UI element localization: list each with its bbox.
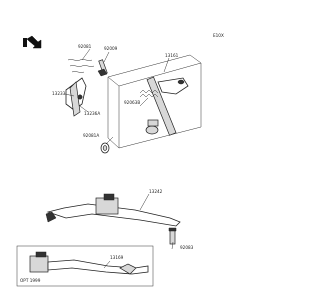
folding-pedal-frame [16, 245, 154, 287]
spring-right [139, 89, 159, 98]
circlip-92081A [100, 142, 110, 154]
bolt-92009 [97, 59, 108, 77]
shift-pedal-13169 [29, 251, 149, 275]
shift-pedal-13242 [45, 193, 181, 227]
callout-92081: 92081 [78, 44, 92, 49]
callout-13242: 13242 [149, 189, 163, 194]
shift-shaft [145, 76, 189, 136]
spring-left [67, 59, 95, 73]
callout-13161: 13161 [165, 53, 179, 58]
front-direction-arrow-icon [23, 35, 42, 49]
shift-shaft-frame [107, 54, 202, 149]
callout-13233: 13233 [52, 91, 66, 96]
callout-92009: 92009 [104, 46, 118, 51]
callout-92083: 92083 [180, 245, 194, 250]
callout-92081A: 92081A [83, 133, 99, 138]
bolt-92083 [168, 227, 177, 245]
callout-92063B: 92063B [124, 100, 140, 105]
callout-13236A: 13236A [84, 111, 100, 116]
page-number: E10X [213, 33, 224, 38]
parts-diagram: E10X [16, 33, 224, 287]
note-opt-1999: OPT 1999 [20, 278, 41, 283]
shift-mechanism-arm [65, 77, 87, 117]
leader-lines [64, 48, 174, 269]
callout-13169: 13169 [110, 255, 124, 260]
